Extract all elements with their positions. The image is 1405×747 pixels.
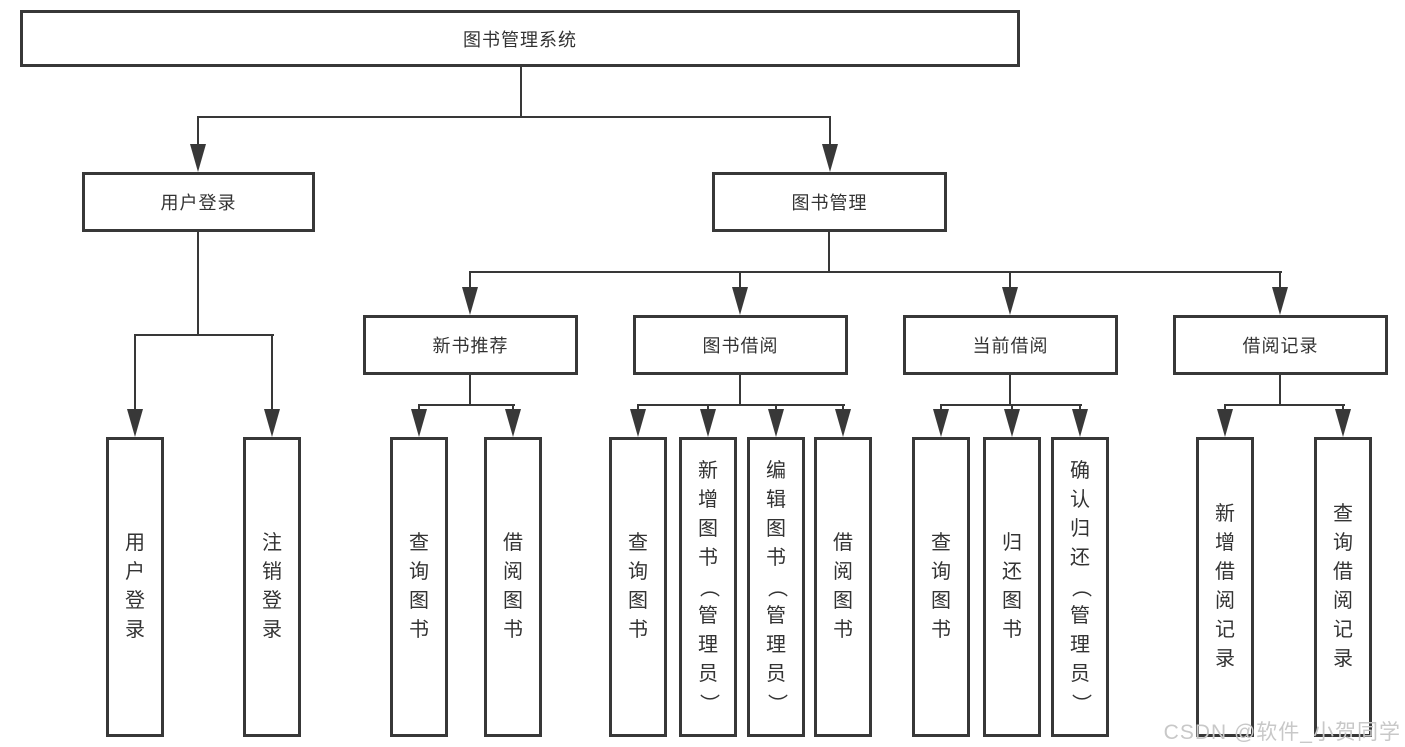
connector-new-book-recommend-bus: [418, 404, 515, 406]
node-user-login: 用户登录: [82, 172, 315, 232]
connector-book-borrowing-stub: [739, 373, 741, 406]
down-arrowhead: [264, 409, 280, 437]
down-arrowhead: [732, 287, 748, 315]
connector-book-borrowing-bus: [637, 404, 845, 406]
down-arrowhead: [411, 409, 427, 437]
down-arrowhead: [190, 144, 206, 172]
leaf-user-login-label: 用户登录: [125, 532, 145, 641]
leaf-query-borrow-record-label: 查询借阅记录: [1333, 503, 1353, 670]
connector-drop-level3: [739, 271, 741, 291]
down-arrowhead: [127, 409, 143, 437]
leaf-query-books-borrowing-label: 查询图书: [628, 532, 648, 641]
node-borrow-records-label: 借阅记录: [1242, 336, 1319, 356]
leaf-query-books-recommend: 查询图书: [390, 437, 448, 737]
connector-borrow-records-stub: [1279, 373, 1281, 406]
connector-root-bus: [197, 116, 831, 118]
leaf-logout-label: 注销登录: [262, 532, 282, 641]
down-arrowhead: [1002, 287, 1018, 315]
leaf-borrow-books-recommend-label: 借阅图书: [503, 532, 523, 641]
leaf-confirm-return-admin-label: 确认归还（管理员）: [1069, 459, 1092, 714]
node-borrow-records: 借阅记录: [1173, 315, 1388, 375]
leaf-query-books-current-label: 查询图书: [931, 532, 951, 641]
down-arrowhead: [1272, 287, 1288, 315]
leaf-borrow-books: 借阅图书: [814, 437, 872, 737]
node-root: 图书管理系统: [20, 10, 1020, 67]
connector-drop-leaf: [271, 334, 273, 412]
connector-book-management-stub: [828, 230, 830, 273]
leaf-borrow-books-label: 借阅图书: [833, 532, 853, 641]
leaf-add-borrow-record: 新增借阅记录: [1196, 437, 1254, 737]
down-arrowhead: [1004, 409, 1020, 437]
down-arrowhead: [1217, 409, 1233, 437]
leaf-edit-book-admin: 编辑图书（管理员）: [747, 437, 805, 737]
connector-drop-book-management: [829, 116, 831, 146]
down-arrowhead: [933, 409, 949, 437]
node-book-borrowing: 图书借阅: [633, 315, 848, 375]
node-book-management: 图书管理: [712, 172, 947, 232]
node-root-label: 图书管理系统: [463, 29, 577, 50]
node-user-login-label: 用户登录: [160, 193, 237, 213]
connector-user-login-bus: [134, 334, 274, 336]
watermark: CSDN @软件_小贺同学: [1163, 721, 1401, 744]
down-arrowhead: [768, 409, 784, 437]
leaf-logout: 注销登录: [243, 437, 301, 737]
leaf-edit-book-admin-label: 编辑图书（管理员）: [765, 459, 788, 714]
node-new-book-recommend-label: 新书推荐: [432, 336, 509, 356]
down-arrowhead: [1335, 409, 1351, 437]
leaf-confirm-return-admin: 确认归还（管理员）: [1051, 437, 1109, 737]
node-current-borrowing: 当前借阅: [903, 315, 1118, 375]
leaf-add-book-admin: 新增图书（管理员）: [679, 437, 737, 737]
leaf-add-borrow-record-label: 新增借阅记录: [1215, 503, 1235, 670]
leaf-borrow-books-recommend: 借阅图书: [484, 437, 542, 737]
connector-book-management-bus: [469, 271, 1282, 273]
leaf-query-books-recommend-label: 查询图书: [409, 532, 429, 641]
connector-root-stub: [520, 66, 522, 118]
down-arrowhead: [822, 144, 838, 172]
node-book-management-label: 图书管理: [791, 193, 868, 213]
down-arrowhead: [1072, 409, 1088, 437]
connector-drop-level3: [1279, 271, 1281, 291]
down-arrowhead: [700, 409, 716, 437]
node-current-borrowing-label: 当前借阅: [972, 336, 1049, 356]
down-arrowhead: [835, 409, 851, 437]
connector-drop-user-login: [197, 116, 199, 146]
connector-drop-level3: [1009, 271, 1011, 291]
leaf-return-books: 归还图书: [983, 437, 1041, 737]
connector-borrow-records-bus: [1224, 404, 1345, 406]
leaf-query-books-current: 查询图书: [912, 437, 970, 737]
leaf-query-borrow-record: 查询借阅记录: [1314, 437, 1372, 737]
connector-current-borrowing-stub: [1009, 373, 1011, 406]
leaf-return-books-label: 归还图书: [1002, 532, 1022, 641]
down-arrowhead: [505, 409, 521, 437]
connector-drop-level3: [469, 271, 471, 291]
connector-drop-leaf: [134, 334, 136, 412]
leaf-query-books-borrowing: 查询图书: [609, 437, 667, 737]
leaf-user-login: 用户登录: [106, 437, 164, 737]
node-new-book-recommend: 新书推荐: [363, 315, 578, 375]
connector-user-login-stub: [197, 230, 199, 336]
node-book-borrowing-label: 图书借阅: [702, 336, 779, 356]
down-arrowhead: [462, 287, 478, 315]
connector-new-book-recommend-stub: [469, 373, 471, 406]
down-arrowhead: [630, 409, 646, 437]
leaf-add-book-admin-label: 新增图书（管理员）: [697, 459, 720, 714]
